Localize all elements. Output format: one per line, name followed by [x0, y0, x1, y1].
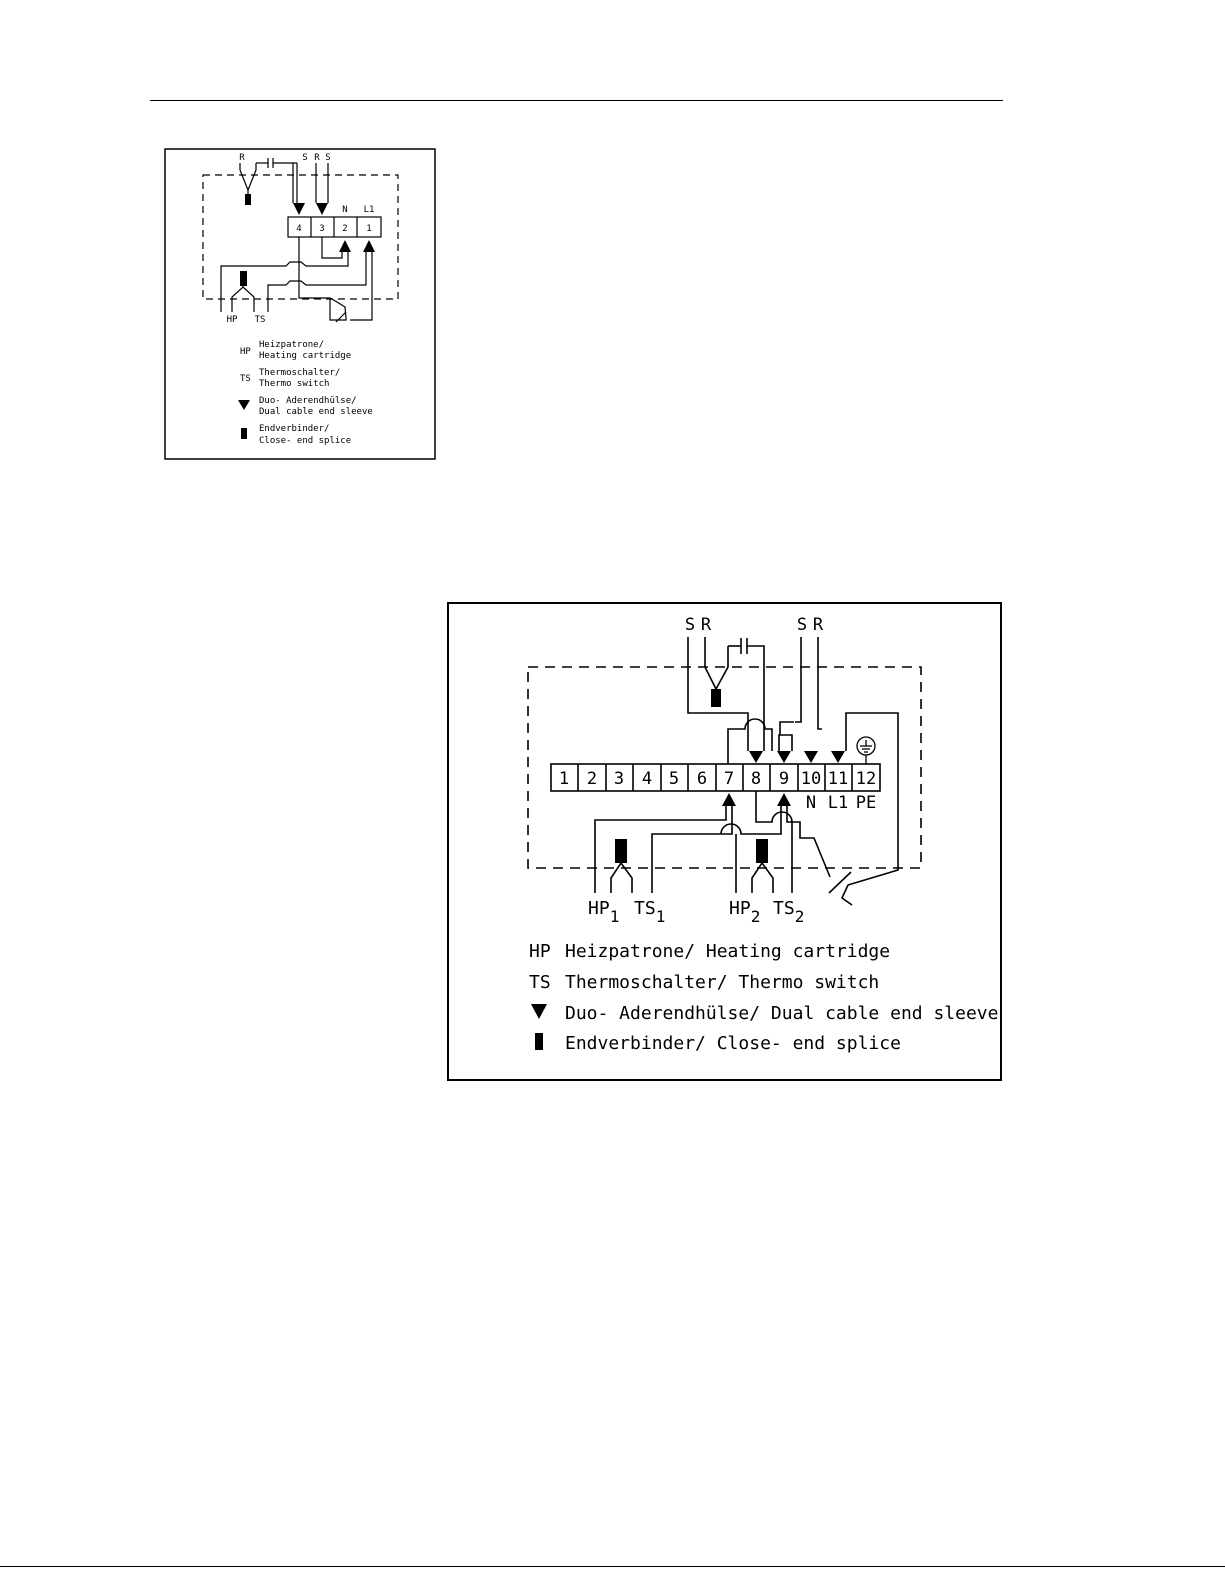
large-label-pe: PE — [856, 793, 876, 813]
small-terminal-block: 4 3 2 1 — [287, 216, 382, 238]
sleeve-icon-terminal-8 — [749, 751, 763, 763]
header-rule — [150, 100, 1003, 101]
terminal-12: 12 — [856, 769, 876, 789]
terminal-2: 2 — [587, 769, 597, 789]
small-sleeve-icon-4 — [293, 203, 305, 215]
small-legend-code-hp: HP — [240, 347, 251, 357]
legend-code-hp: HP — [529, 941, 551, 962]
small-legend-ts-line2: Thermo switch — [259, 379, 329, 389]
splice-icon-hp2 — [756, 839, 768, 863]
large-label-l1: L1 — [828, 793, 848, 813]
small-terminal-1: 1 — [366, 224, 371, 234]
terminal-8: 8 — [751, 769, 761, 789]
terminal-6: 6 — [697, 769, 707, 789]
large-top-label-s1: S — [685, 615, 695, 635]
small-sleeve-icon-3 — [316, 203, 328, 215]
small-top-label-r1: R — [239, 153, 245, 163]
small-diagram-frame — [164, 148, 436, 460]
small-splice-icon-top — [245, 194, 251, 205]
small-legend-hp-line2: Heating cartridge — [259, 351, 351, 361]
legend-sleeve-icon — [531, 1004, 547, 1019]
earth-ground-icon — [856, 736, 876, 764]
small-terminal-2: 2 — [342, 224, 347, 234]
large-right-sr-pair — [778, 637, 899, 886]
small-housing-outline — [202, 174, 399, 300]
sleeve-icon-terminal-7 — [722, 793, 736, 806]
small-legend-code-ts: TS — [240, 374, 251, 384]
small-legend-splice-icon — [241, 428, 247, 439]
small-terminal-3: 3 — [319, 224, 324, 234]
splice-icon-hp1 — [615, 839, 627, 863]
small-bottom-label-hp: HP — [227, 315, 238, 325]
terminal-7: 7 — [724, 769, 734, 789]
small-top-label-s2: S — [325, 153, 330, 163]
small-legend-hp-line1: Heizpatrone/ — [259, 340, 324, 350]
terminal-11: 11 — [828, 769, 848, 789]
small-legend-sleeve-line1: Duo- Aderendhülse/ — [259, 396, 357, 406]
label-hp2: HP2 — [729, 898, 760, 926]
large-legend: HP Heizpatrone/ Heating cartridge TS The… — [529, 941, 998, 1054]
legend-text-splice: Endverbinder/ Close- end splice — [565, 1033, 901, 1054]
large-top-label-r1: R — [701, 615, 712, 635]
legend-splice-icon — [535, 1033, 543, 1050]
label-ts2: TS2 — [773, 898, 804, 926]
legend-code-ts: TS — [529, 972, 551, 993]
terminal-3: 3 — [614, 769, 624, 789]
small-legend-splice-line2: Close- end splice — [259, 436, 351, 446]
small-splice-icon-hp — [240, 271, 247, 286]
legend-text-sleeve: Duo- Aderendhülse/ Dual cable end sleeve — [565, 1003, 998, 1024]
label-ts1: TS1 — [634, 898, 665, 926]
large-diagram-frame — [447, 602, 1002, 1081]
legend-text-hp: Heizpatrone/ Heating cartridge — [565, 941, 890, 962]
sleeve-icon-terminal-9 — [777, 751, 791, 763]
terminal-9: 9 — [779, 769, 789, 789]
large-wiring-diagram: 1 2 3 4 5 6 7 8 9 10 11 12 N L1 PE S R S… — [447, 602, 1002, 1081]
large-left-sr-pair — [687, 637, 765, 751]
large-terminal-strip: 1 2 3 4 5 6 7 8 9 10 11 12 — [550, 763, 881, 792]
sleeve-icon-terminal-10 — [804, 751, 818, 763]
footer-rule — [0, 1566, 1225, 1567]
small-top-label-s1: S — [302, 153, 307, 163]
small-legend-sleeve-icon — [238, 400, 250, 410]
small-bottom-label-ts: TS — [255, 315, 266, 325]
small-legend: HP Heizpatrone/ Heating cartridge TS The… — [238, 340, 373, 446]
small-wiring-diagram: 4 3 2 1 N L1 R S R S — [164, 148, 436, 460]
legend-text-ts: Thermoschalter/ Thermo switch — [565, 972, 879, 993]
small-label-n: N — [342, 205, 347, 215]
small-legend-ts-line1: Thermoschalter/ — [259, 368, 340, 378]
large-label-n: N — [806, 793, 816, 813]
small-top-label-r2: R — [314, 153, 320, 163]
large-top-label-s2: S — [797, 615, 807, 635]
label-hp1: HP1 — [588, 898, 619, 926]
terminal-10: 10 — [801, 769, 821, 789]
large-housing-outline — [527, 666, 922, 869]
small-sleeve-icon-2 — [339, 240, 351, 252]
small-sleeve-icon-1 — [363, 240, 375, 252]
terminal-5: 5 — [669, 769, 679, 789]
sleeve-icon-terminal-11 — [831, 751, 845, 763]
small-r-lead-with-capacitor — [239, 158, 297, 194]
large-top-label-r2: R — [813, 615, 824, 635]
small-legend-splice-line1: Endverbinder/ — [259, 424, 329, 434]
terminal-1: 1 — [559, 769, 569, 789]
terminal-4: 4 — [642, 769, 652, 789]
large-splice-icon-top — [711, 689, 721, 707]
small-label-l1: L1 — [364, 205, 375, 215]
sleeve-icon-terminal-9-bottom — [777, 793, 791, 806]
small-terminal-4: 4 — [296, 224, 301, 234]
small-legend-sleeve-line2: Dual cable end sleeve — [259, 407, 373, 417]
